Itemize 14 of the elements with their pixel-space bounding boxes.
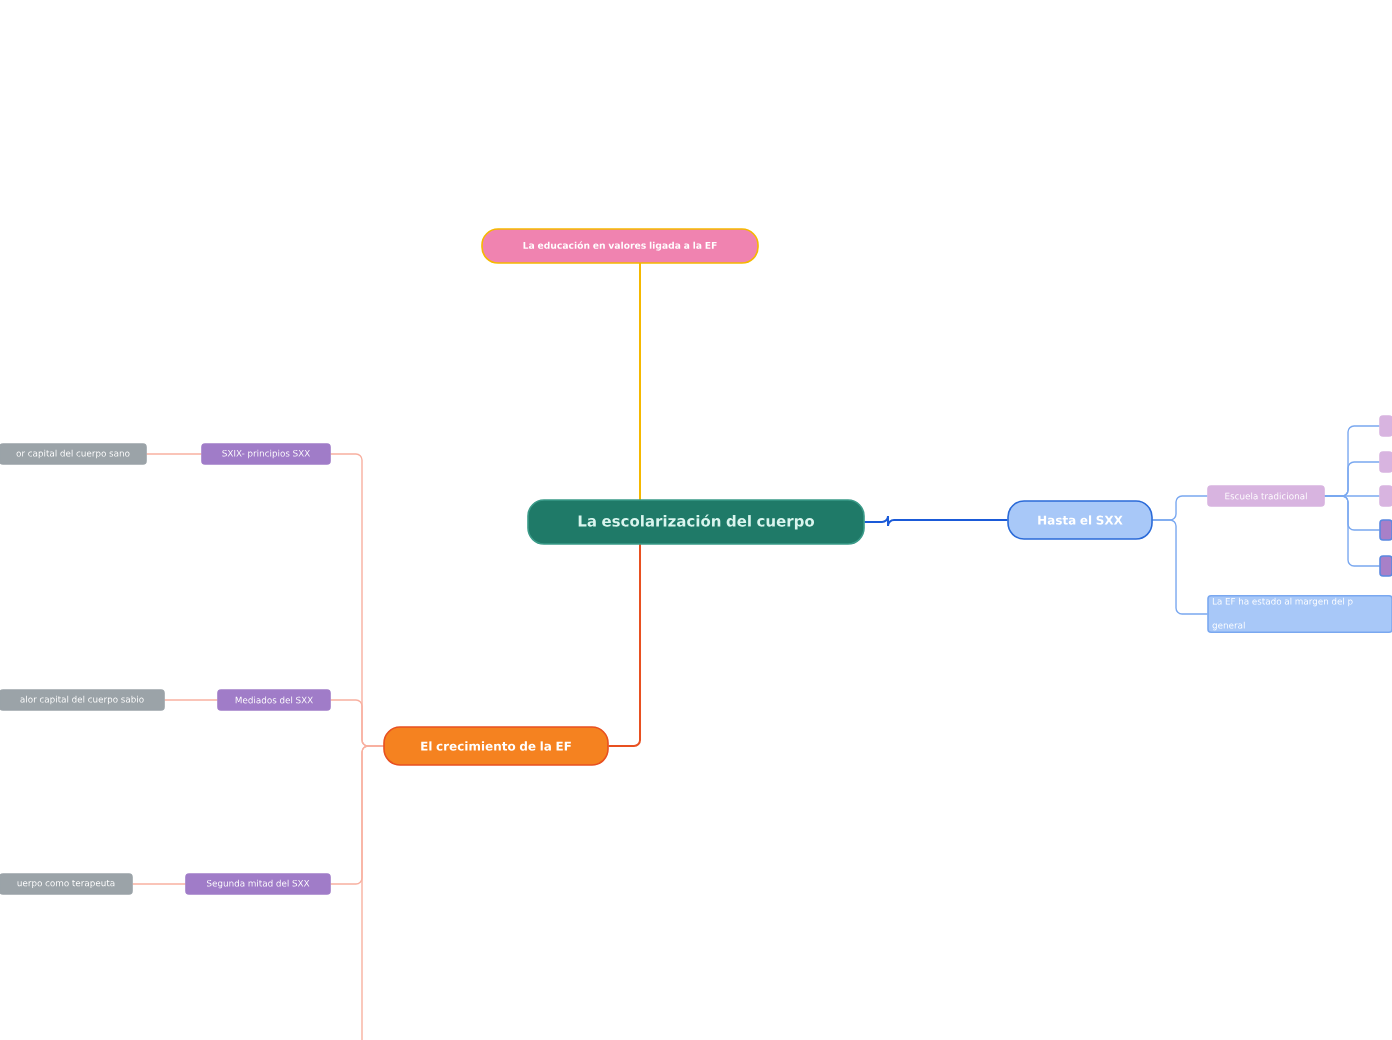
subtopic-box: [1379, 555, 1392, 577]
connector: [1323, 495, 1381, 567]
connector: [361, 745, 385, 1040]
connector: [131, 883, 187, 885]
connector: [163, 699, 219, 701]
connector: [145, 453, 203, 455]
subtopic-box: [1379, 451, 1392, 473]
subtopic-box: [1379, 519, 1392, 541]
connector: [607, 543, 641, 747]
subtopic-box: [1379, 415, 1392, 437]
connector: [1151, 519, 1209, 615]
subtopic-box: [1379, 485, 1392, 507]
connector: [863, 515, 1009, 527]
connector: [639, 262, 641, 501]
